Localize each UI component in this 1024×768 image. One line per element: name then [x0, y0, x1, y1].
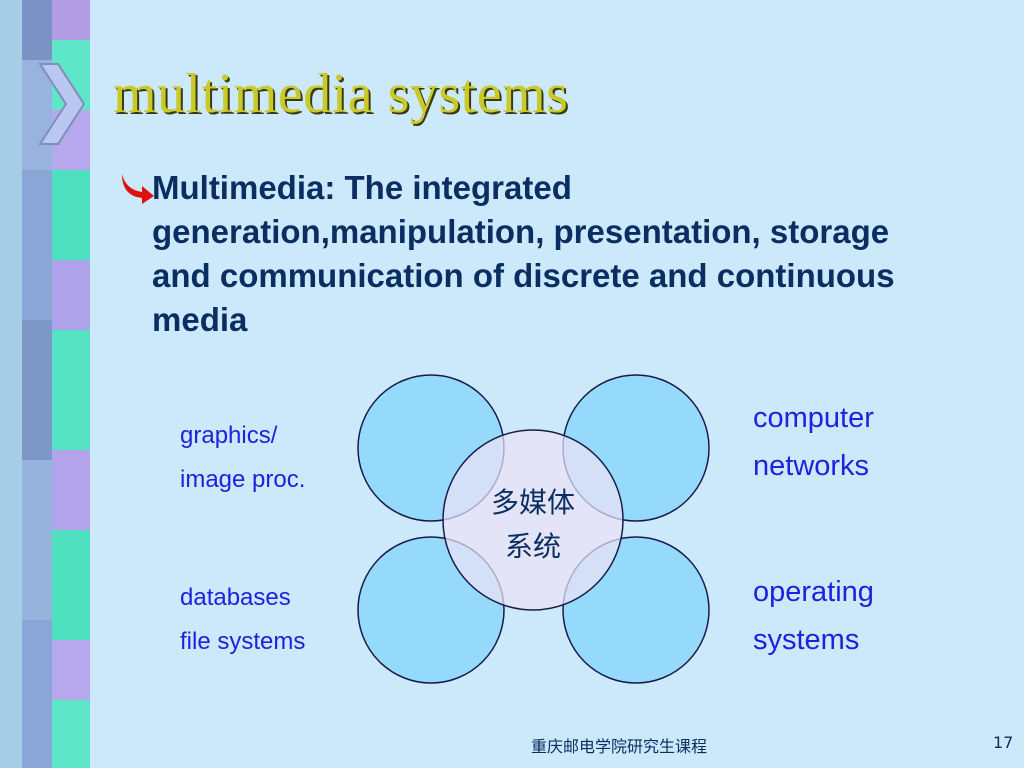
decorative-side-stripe [0, 0, 90, 768]
curved-arrow-bullet-icon [122, 174, 154, 204]
page-number: 17 [993, 733, 1014, 752]
label-graphics-image-proc: graphics/ image proc. [180, 422, 306, 493]
center-label-line2: 系统 [505, 530, 561, 563]
label-databases-file-systems: databases file systems [180, 584, 306, 655]
center-circle [442, 429, 624, 611]
footer-course-name: 重庆邮电学院研究生课程 [531, 737, 708, 756]
chevron-right-icon [38, 63, 86, 145]
bullet-text: Multimedia: The integrated generation,ma… [152, 169, 895, 338]
slide-title: multimedia systems [113, 63, 569, 125]
label-operating-systems: operating systems [753, 576, 874, 656]
center-label-line1: 多媒体 [491, 486, 575, 519]
label-computer-networks: computer networks [753, 402, 874, 482]
